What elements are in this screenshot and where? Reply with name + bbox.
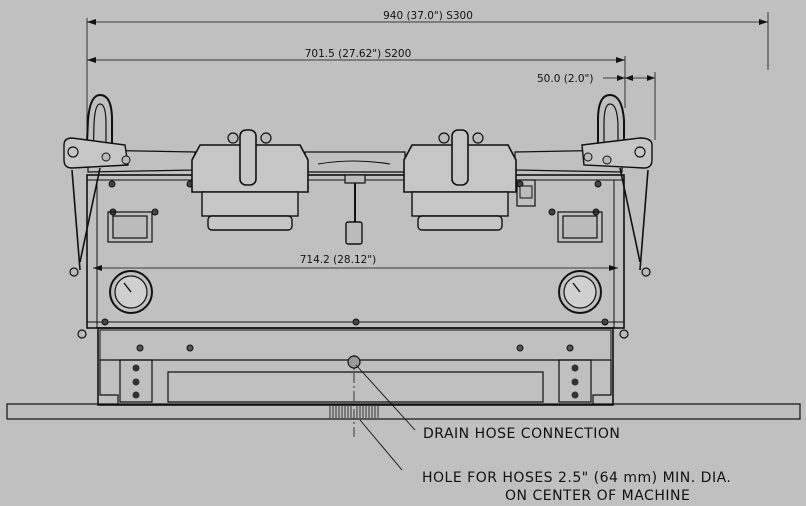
callout-hose-hole: HOLE FOR HOSES 2.5" (64 mm) MIN. DIA. ON… (359, 419, 731, 504)
callout-hole-line1: HOLE FOR HOSES 2.5" (64 mm) MIN. DIA. (422, 470, 731, 486)
steam-wand-left (63, 93, 131, 277)
base-feet-left (119, 359, 153, 403)
dimension-label-offset: 50.0 (2.0") (537, 73, 593, 85)
dimension-overall-s300: 940 (37.0") S300 (86, 10, 769, 150)
side-valve (516, 179, 536, 207)
callout-drain-text: DRAIN HOSE CONNECTION (423, 426, 620, 442)
machine-base (97, 327, 614, 406)
steam-wand-right (581, 93, 653, 277)
control-plate-left (107, 211, 153, 243)
foot-left (77, 329, 87, 339)
group-head-right (403, 129, 517, 231)
top-rail (87, 149, 623, 173)
dimension-body-width: 714.2 (28.12") (93, 254, 618, 271)
group-head-left (191, 129, 309, 231)
hot-water-handle (344, 174, 366, 245)
dimension-offset: 50.0 (2.0") (537, 72, 656, 140)
control-plate-right (557, 211, 603, 243)
dimension-label-body-width: 714.2 (28.12") (300, 254, 376, 266)
callout-hole-line2: ON CENTER OF MACHINE (505, 488, 690, 504)
foot-right (619, 329, 629, 339)
callout-drain: DRAIN HOSE CONNECTION (355, 364, 620, 442)
hose-hole-hatching (329, 406, 379, 418)
base-feet-right (558, 359, 592, 403)
dimension-label-s300: 940 (37.0") S300 (383, 10, 473, 22)
dimension-overall-s200: 701.5 (27.62") S200 (87, 48, 626, 108)
pressure-gauge-right (558, 270, 602, 314)
pressure-gauge-left (109, 270, 153, 314)
counter-slab (6, 403, 801, 420)
dimension-label-s200: 701.5 (27.62") S200 (305, 48, 412, 60)
